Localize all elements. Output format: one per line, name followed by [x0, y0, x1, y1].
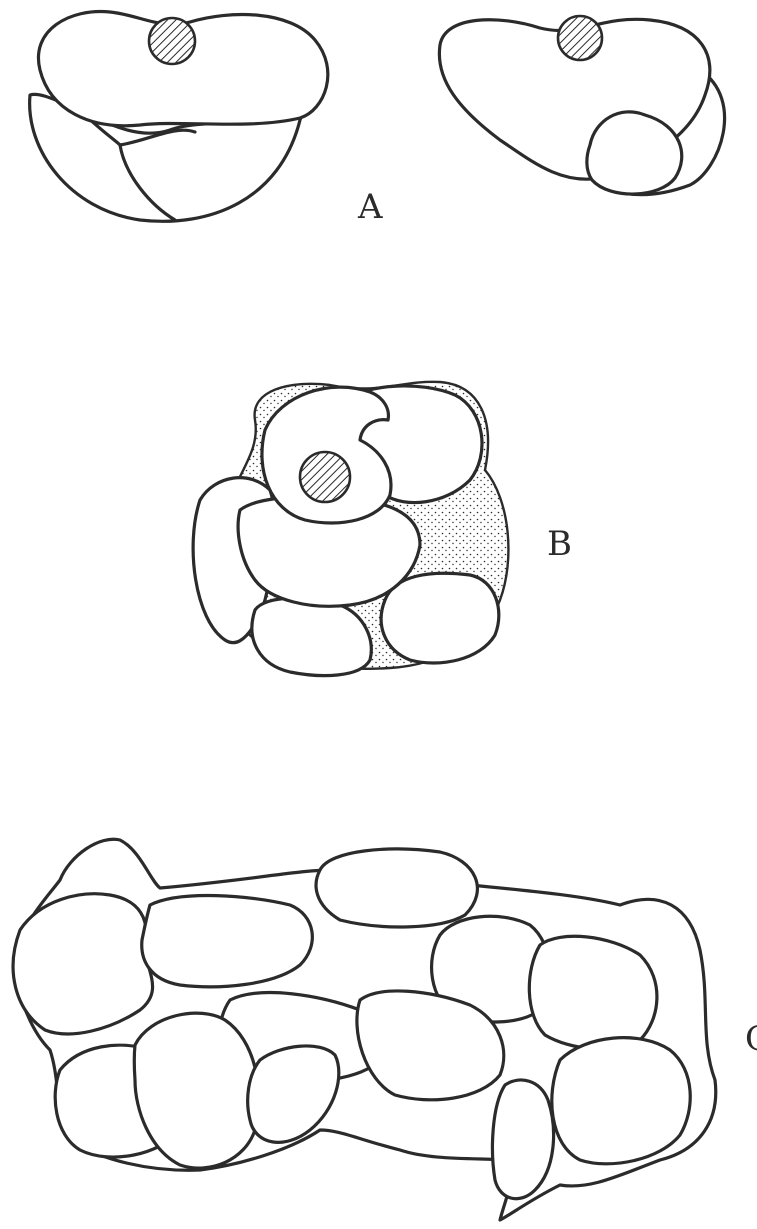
panel-c-drawing [13, 839, 716, 1220]
label-a: A [357, 187, 383, 227]
panel-a-right-drawing [439, 16, 724, 195]
panel-b-drawing [193, 382, 508, 676]
central-pore-b [300, 452, 350, 502]
label-c: C [745, 1019, 757, 1059]
panel-a-left-drawing [30, 12, 328, 222]
central-pore-a-right [558, 16, 602, 60]
label-b: B [547, 524, 572, 564]
central-pore-a-left [149, 18, 195, 64]
